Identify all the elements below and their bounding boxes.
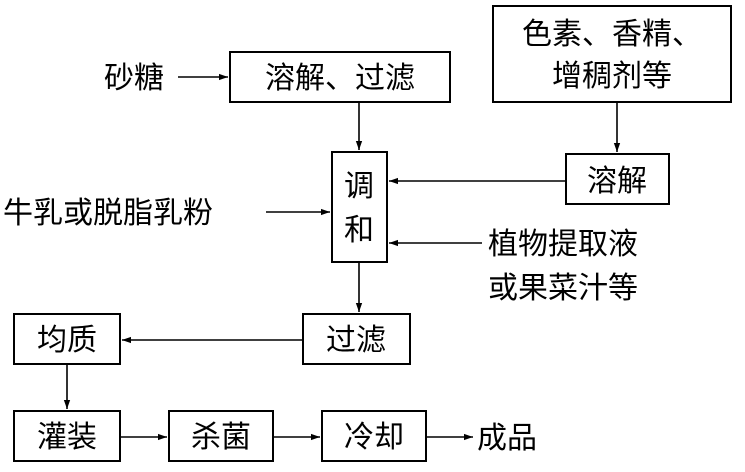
filter-box <box>302 313 411 365</box>
dissolve-box <box>565 153 670 205</box>
homogenize-box <box>13 313 121 365</box>
sterilize-label: 杀菌 <box>191 420 251 455</box>
homogenize-label: 均质 <box>37 323 97 358</box>
cool-label: 冷却 <box>344 420 404 455</box>
fill-box <box>13 410 121 462</box>
cool-box <box>321 410 427 462</box>
fill-label: 灌装 <box>37 420 97 455</box>
product-label: 成品 <box>477 421 537 456</box>
additives-box <box>492 5 732 103</box>
mix-box <box>331 151 388 263</box>
additives-label-line1: 色素、香精、 <box>522 17 702 52</box>
dissolve-filter-label: 溶解、过滤 <box>265 61 415 96</box>
sugar-label: 砂糖 <box>104 61 164 96</box>
mix-label-char1: 调 <box>344 169 374 204</box>
filter-label: 过滤 <box>326 323 386 358</box>
extract-label-line2: 或果菜汁等 <box>488 271 638 306</box>
additives-label-line2: 增稠剂等 <box>552 59 672 94</box>
mix-label-char2: 和 <box>344 213 374 248</box>
dissolve-filter-box <box>229 51 451 103</box>
extract-label-line1: 植物提取液 <box>488 227 638 262</box>
milk-label: 牛乳或脱脂乳粉 <box>3 196 213 231</box>
dissolve-label: 溶解 <box>587 164 647 199</box>
sterilize-box <box>168 410 274 462</box>
